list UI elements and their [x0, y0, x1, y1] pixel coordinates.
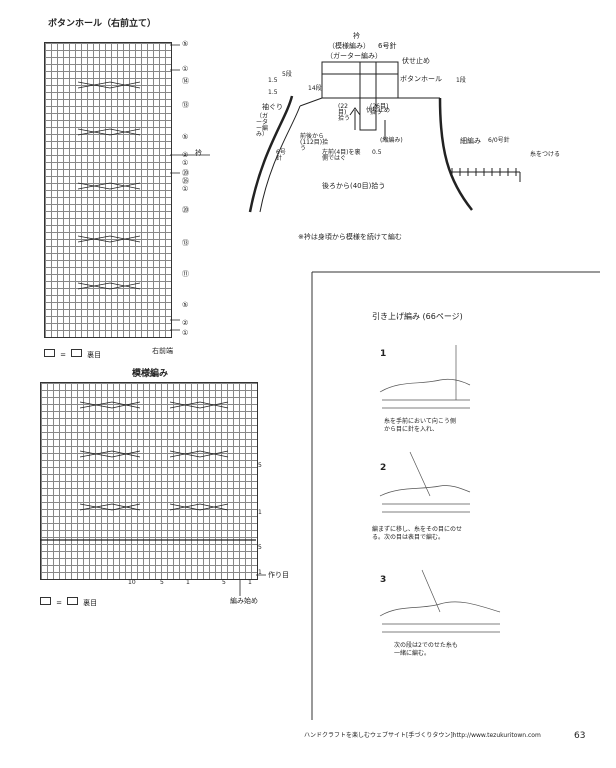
footer-site: ハンドクラフトを楽しむウェブサイト[手づくりタウン]http://www.tez… [304, 732, 541, 739]
left-front: 左前(4目)を裏側ではぐ [322, 149, 361, 162]
collar-pattern: （模様編み） [328, 42, 370, 50]
marker-5: ② [182, 151, 189, 159]
buttonhole-chart-title: ボタンホール（右前立て） [48, 19, 157, 29]
col-number-4: 1 [248, 579, 252, 586]
front-edge-label: 右前端 [152, 347, 173, 355]
pickup-label: 前後から(112目)拾う [300, 133, 329, 152]
cord-needle: 6/0号針 [488, 137, 510, 144]
legend-eq: = [60, 351, 66, 359]
pick-22: (22目)拾う [338, 103, 351, 122]
pattern-chart-title: 模様編み [132, 369, 169, 379]
marker-15: ① [182, 329, 189, 337]
sleeve-garter: （ガーター編み） [256, 113, 269, 138]
collar-symbol: 衿 [195, 149, 202, 157]
col-number-0: 5 [160, 579, 164, 586]
collar-garter: （ガーター編み） [326, 52, 382, 60]
bind-off-side: 伏せ止め [366, 107, 391, 114]
collar-needle: 6号針 [378, 42, 397, 50]
blank-cell-icon [40, 596, 51, 605]
row-number-3: 1 [258, 569, 262, 576]
marker-13: ⑤ [182, 301, 189, 309]
buttonhole-grid [44, 42, 172, 338]
thread-label: 糸をつける [530, 151, 561, 158]
step3-number: 3 [380, 575, 387, 585]
legend-eq: = [56, 599, 62, 607]
marker-10: ⑳ [182, 206, 189, 214]
buttonhole-rows: 1段 [456, 77, 466, 84]
sleeve-needle: 6号針 [276, 149, 286, 162]
collar-title: 衿 [353, 32, 360, 40]
marker-7: ⑳ [182, 169, 189, 177]
step1-number: 1 [380, 349, 387, 359]
col-number-2: 10 [128, 579, 136, 586]
marker-12: ⑪ [182, 270, 189, 278]
marker-6: ① [182, 159, 189, 167]
side-5-rows: 5段 [282, 71, 292, 78]
diagram-note: ※衿は身頃から模様を続けて編む [298, 233, 402, 241]
marker-11: ⑬ [182, 239, 189, 247]
page-number: 63 [574, 731, 586, 741]
row-number-2: 5 [258, 544, 262, 551]
sleeve-label: 袖ぐり [262, 103, 283, 111]
marker-2: ⑭ [182, 77, 189, 85]
legend-text: 裏目 [87, 351, 102, 359]
side-14-rows: 14段 [308, 85, 322, 92]
pattern-grid [40, 382, 258, 580]
step3-text: 次の段は2でのせた糸も一緒に編む。 [394, 642, 458, 657]
blank-cell-icon [44, 348, 55, 357]
col-number-3: 5 [222, 579, 226, 586]
marker-1: ① [182, 65, 189, 73]
start-label: 編み始め [230, 597, 258, 605]
col-number-1: 1 [186, 579, 190, 586]
side-1-5-a: 1.5 [268, 77, 278, 84]
legend-text: 裏目 [83, 599, 98, 607]
marker-3: ⑬ [182, 101, 189, 109]
marker-14: ② [182, 319, 189, 327]
step2-text: 編まずに移し、糸をその目にのせる。次の目は表目で編む。 [372, 526, 463, 541]
pick-26: (26目)拾う [370, 103, 389, 116]
marker-9: ① [182, 185, 189, 193]
marker-8: ㉖ [182, 177, 189, 185]
pattern-legend: = 裏目 [40, 590, 97, 609]
garter-small: (縮編み) [380, 137, 403, 144]
cast-on-label: 作り目 [268, 571, 289, 579]
step2-number: 2 [380, 463, 387, 473]
small-val: 0.5 [372, 149, 382, 156]
technique-title: 引き上げ編み (66ページ) [372, 312, 463, 321]
side-1-5-b: 1.5 [268, 89, 278, 96]
marker-0: ⑤ [182, 40, 189, 48]
back-pick: 後ろから(40目)拾う [322, 182, 386, 190]
buttonhole-label: ボタンホール [400, 75, 442, 83]
bind-off-top: 伏せ止め [402, 57, 430, 65]
cord-label: 細編み [460, 137, 481, 145]
marker-4: ⑤ [182, 133, 189, 141]
row-number-1: 1 [258, 509, 262, 516]
row-number-0: 5 [258, 462, 262, 469]
purl-cell-icon [67, 596, 79, 605]
buttonhole-legend: = 裏目 [44, 342, 101, 361]
purl-cell-icon [71, 348, 83, 357]
step1-text: 糸を手前において向こう側から目に針を入れ、 [384, 418, 456, 433]
